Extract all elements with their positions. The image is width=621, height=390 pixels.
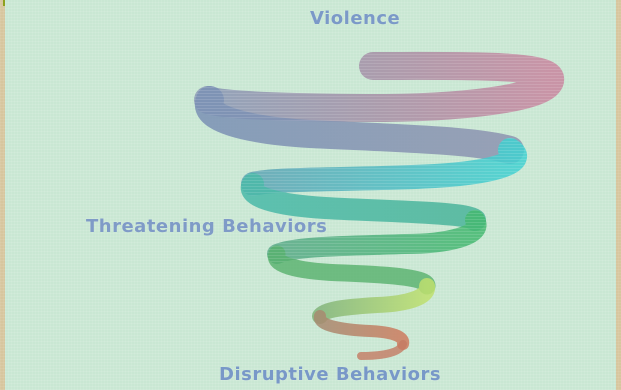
coil-top-back [195,86,524,164]
coil-lower-back [314,310,410,350]
coil-middle-texture [267,210,487,264]
level-threatening-label: Threatening Behaviors [86,216,328,237]
level-disruptive-label: Disruptive Behaviors [219,364,442,385]
coil-upper-texture [241,138,528,196]
diagram-panel: Violence Threatening Behaviors Disruptiv… [5,0,616,390]
level-violence-label: Violence [310,8,401,29]
coil-middle-back [267,245,436,295]
coil-upper-back [241,173,486,231]
coil-lower-front [312,278,435,324]
escalation-spiral-diagram [194,51,564,360]
spiral-texture [194,51,564,264]
coil-bottom-tip [357,340,407,360]
coil-top-texture [194,51,564,123]
